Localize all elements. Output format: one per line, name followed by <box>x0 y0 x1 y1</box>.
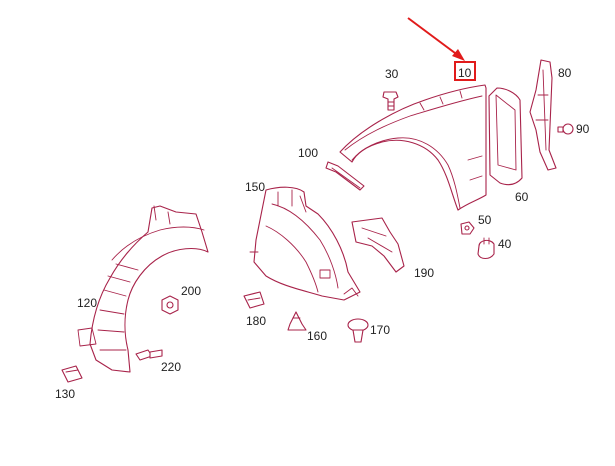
label-120[interactable]: 120 <box>77 296 97 310</box>
label-60[interactable]: 60 <box>515 190 529 204</box>
part-labels: 10 30 80 90 100 60 150 50 40 190 200 120… <box>55 61 590 401</box>
label-190[interactable]: 190 <box>414 266 434 280</box>
label-30[interactable]: 30 <box>385 67 399 81</box>
strip-80-part[interactable] <box>529 59 557 171</box>
pad-60-part[interactable] <box>488 87 523 186</box>
label-90[interactable]: 90 <box>576 122 590 136</box>
highlight-box <box>454 61 476 81</box>
label-160[interactable]: 160 <box>307 329 327 343</box>
nut-200-part[interactable] <box>161 295 179 315</box>
label-220[interactable]: 220 <box>161 360 181 374</box>
screw-90-part[interactable] <box>557 123 574 135</box>
label-50[interactable]: 50 <box>478 213 492 227</box>
nut-50-part[interactable] <box>460 221 475 235</box>
label-10[interactable]: 10 <box>458 66 472 80</box>
highlight-arrow <box>407 17 465 61</box>
label-40[interactable]: 40 <box>498 237 512 251</box>
label-100[interactable]: 100 <box>298 146 318 160</box>
fender-part[interactable] <box>339 84 487 211</box>
clip-130-part[interactable] <box>61 365 83 383</box>
liner-120-part[interactable] <box>77 205 209 373</box>
fastener-220-part[interactable] <box>135 349 163 361</box>
bracket-100-part[interactable] <box>325 161 365 191</box>
rivet-160-part[interactable] <box>287 311 307 331</box>
label-200[interactable]: 200 <box>181 284 201 298</box>
grommet-40-part[interactable] <box>477 237 495 260</box>
label-130[interactable]: 130 <box>55 387 75 401</box>
liner-150-part[interactable] <box>249 186 361 301</box>
clip-180-part[interactable] <box>243 291 265 309</box>
label-150[interactable]: 150 <box>245 180 265 194</box>
label-80[interactable]: 80 <box>558 66 572 80</box>
rivet-170-part[interactable] <box>347 318 369 343</box>
label-180[interactable]: 180 <box>246 314 266 328</box>
cover-190-part[interactable] <box>351 217 405 273</box>
clip-30-part[interactable] <box>382 91 399 111</box>
label-170[interactable]: 170 <box>370 323 390 337</box>
